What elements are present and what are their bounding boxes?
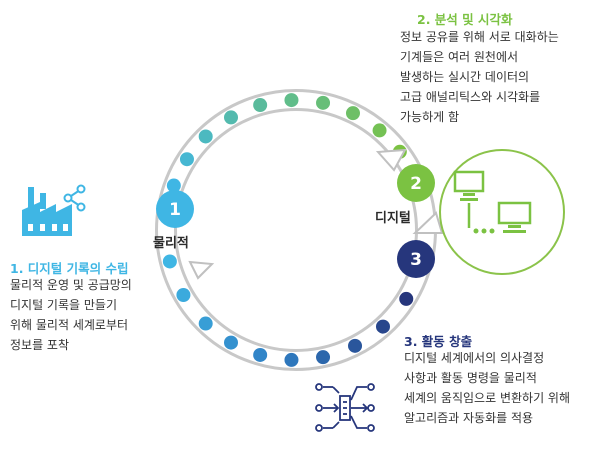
track-dot	[198, 129, 213, 144]
section-3-line: 알고리즘과 자동화를 적용	[404, 411, 534, 425]
computer-network-icon	[453, 170, 532, 234]
track-dot	[224, 110, 238, 125]
section-2-line: 고급 애널리틱스와 시각화를	[400, 90, 541, 104]
track-dot	[348, 338, 363, 353]
track-dot	[179, 152, 194, 167]
section-1-title: 1. 디지털 기록의 수립	[10, 261, 129, 276]
section-1-line: 위해 물리적 세계로부터	[10, 318, 129, 332]
track-dot	[399, 291, 414, 306]
arrow-head-icon	[375, 148, 407, 172]
section-3-line: 세계의 움직임으로 변환하기 위해	[404, 391, 571, 405]
section-3-line: 사항과 활동 명령을 물리적	[404, 371, 537, 385]
track-dot	[224, 335, 238, 350]
section-3-line: 디지털 세계에서의 의사결정	[404, 351, 545, 365]
node-1-number: 1	[169, 200, 181, 220]
track-dot	[345, 106, 360, 121]
section-2-line: 가능하게 함	[400, 110, 460, 124]
node-1-label: 물리적	[153, 236, 189, 251]
section-2-line: 발생하는 실시간 데이터의	[400, 70, 530, 84]
section-2-line: 정보 공유를 위해 서로 대화하는	[400, 30, 559, 44]
track-dot	[316, 350, 331, 365]
track-dot	[284, 93, 299, 108]
share-icon	[63, 184, 86, 212]
track-dot	[375, 319, 390, 334]
section-2-line: 기계들은 여러 원천에서	[400, 50, 519, 64]
track-dot	[253, 98, 268, 113]
node-2-number: 2	[410, 174, 422, 194]
section-2-title: 2. 분석 및 시각화	[417, 12, 513, 27]
node-3-circle	[397, 240, 435, 278]
track-dot	[166, 178, 181, 193]
track-dot	[253, 347, 268, 362]
node-3-number: 3	[410, 250, 422, 270]
factory-icon	[22, 187, 72, 236]
arrow-head-icon	[412, 211, 444, 234]
track-dot	[162, 254, 177, 269]
section-1-line: 정보를 포착	[10, 338, 70, 352]
track-dot	[198, 316, 213, 331]
track-dot	[284, 352, 299, 367]
node-2-circle	[397, 164, 435, 202]
node-1-circle	[156, 190, 194, 228]
section-3-title: 3. 활동 창출	[404, 334, 473, 349]
algorithm-flow-icon	[315, 383, 375, 432]
track-dot	[316, 95, 331, 110]
progress-dots	[162, 93, 414, 367]
node-2-label: 디지털	[375, 211, 411, 226]
track-dot	[176, 288, 191, 302]
section-1-line: 물리적 운영 및 공급망의	[10, 278, 132, 292]
track-dot	[372, 123, 387, 138]
section-1-line: 디지털 기록을 만들기	[10, 298, 117, 312]
arrow-head-icon	[188, 260, 215, 280]
computer-callout-circle	[439, 149, 565, 275]
